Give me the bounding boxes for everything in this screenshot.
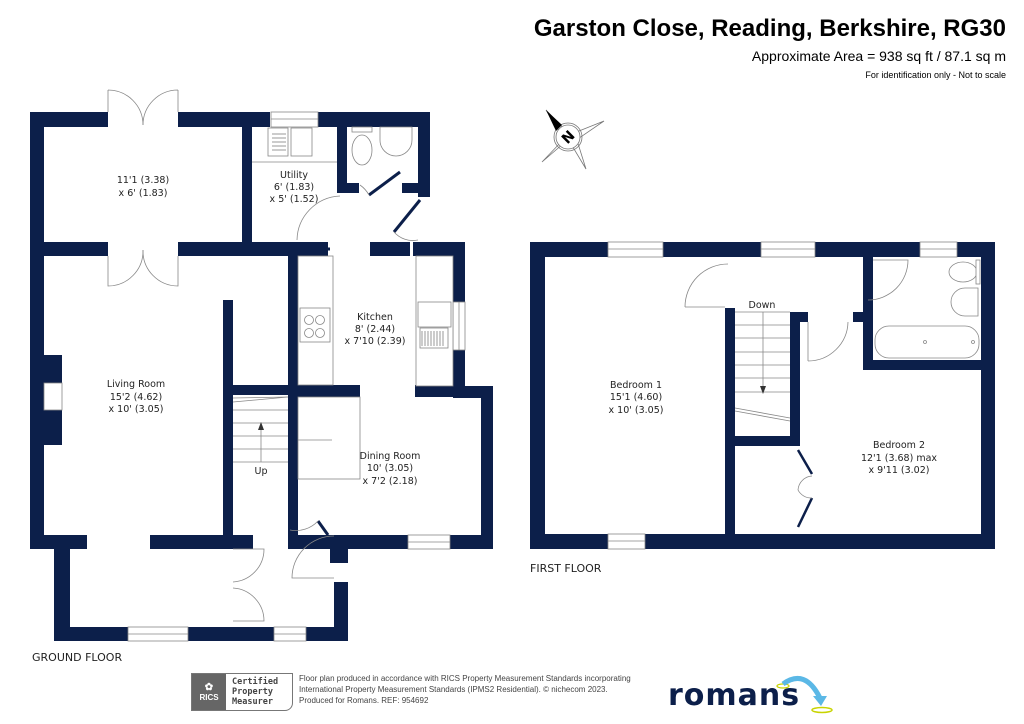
first-floor-label: FIRST FLOOR: [530, 562, 602, 575]
first-floor-door-swings: [684, 259, 909, 499]
rics-emblem-icon: ✿: [204, 682, 214, 693]
conservatory-dim1: 11'1 (3.38): [117, 175, 169, 186]
plan-header: Garston Close, Reading, Berkshire, RG30 …: [534, 14, 1006, 82]
bedroom-2-dim2: x 9'11 (3.02): [869, 465, 930, 476]
utility-sink-drainer: [272, 133, 444, 346]
kitchen-dim2: x 7'10 (2.39): [345, 336, 406, 347]
bedroom-2-dim1: 12'1 (3.68) max: [861, 453, 937, 464]
scale-note: For identification only - Not to scale: [865, 70, 1006, 80]
compass-rose-icon: N: [541, 109, 605, 170]
living-room-dim2: x 10' (3.05): [109, 404, 164, 415]
romans-logo: romans: [665, 670, 835, 718]
stairs-down-arrow-icon: [760, 386, 766, 394]
dining-room-name: Dining Room: [360, 451, 421, 462]
conservatory-dim2: x 6' (1.83): [119, 188, 168, 199]
stairs-down-label: Down: [749, 300, 776, 311]
bedroom-1-dim2: x 10' (3.05): [609, 405, 664, 416]
ground-floor-stairs: [232, 396, 289, 463]
door-leaves: [288, 170, 422, 536]
first-floor-walls: [530, 242, 995, 549]
dining-room-dim1: 10' (3.05): [367, 463, 413, 474]
bedroom-1-dim1: 15'1 (4.60): [610, 392, 662, 403]
certified-property-measurer-text: Certified Property Measurer: [232, 677, 279, 707]
utility-dim2: x 5' (1.52): [270, 194, 319, 205]
first-floor-room-labels: Bedroom 1 15'1 (4.60) x 10' (3.05) Bedro…: [609, 300, 938, 476]
ground-floor-label: GROUND FLOOR: [32, 651, 123, 664]
rics-logo: ✿ RICS: [192, 674, 226, 710]
utility-name: Utility: [280, 170, 308, 181]
ground-floor-walls: [30, 112, 493, 641]
living-room-name: Living Room: [107, 379, 165, 390]
disclaimer: Floor plan produced in accordance with R…: [299, 674, 631, 705]
stairs-up-label: Up: [255, 466, 268, 477]
romans-arrow-icon: [776, 675, 833, 714]
ground-floor-windows: [43, 111, 466, 642]
bedroom-2-name: Bedroom 2: [873, 440, 925, 451]
utility-dim1: 6' (1.83): [274, 182, 314, 193]
romans-wordmark: romans: [668, 678, 801, 713]
bathroom-fixtures: [874, 259, 981, 359]
living-room-dim1: 15'2 (4.62): [110, 392, 162, 403]
rics-certified-badge: ✿ RICS Certified Property Measurer: [191, 673, 293, 711]
ground-floor-room-labels: 11'1 (3.38) x 6' (1.83) Utility 6' (1.83…: [107, 170, 421, 487]
first-floor-windows: [607, 241, 958, 550]
property-title: Garston Close, Reading, Berkshire, RG30: [533, 15, 1006, 42]
wardrobe-doors: [796, 449, 814, 528]
wc-fixtures: [351, 126, 413, 166]
ground-floor-door-swings: [107, 89, 419, 622]
dining-room-dim2: x 7'2 (2.18): [363, 476, 418, 487]
approximate-area: Approximate Area = 938 sq ft / 87.1 sq m: [751, 48, 1006, 64]
stairs-up-arrow-icon: [258, 422, 264, 430]
bedroom-1-name: Bedroom 1: [610, 380, 662, 391]
kitchen-fittings: [252, 127, 454, 480]
kitchen-name: Kitchen: [357, 312, 393, 323]
kitchen-dim1: 8' (2.44): [355, 324, 395, 335]
first-floor-stairs: [734, 311, 791, 422]
